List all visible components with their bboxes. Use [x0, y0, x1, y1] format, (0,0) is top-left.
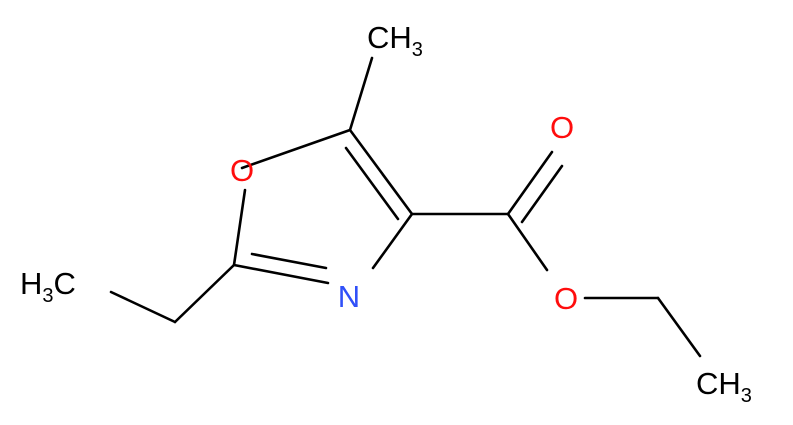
bond-c5-methyl: [348, 56, 374, 132]
bond-c4-n3: [371, 212, 414, 270]
bond-carbonyl-double-a: [506, 150, 554, 216]
bond-carbonyl-ester-o: [506, 212, 549, 272]
bond-c5-c4-inner: [344, 146, 400, 221]
bond-ch2-methyl: [109, 290, 177, 324]
bond-o1-c5: [240, 128, 352, 170]
bond-c5-c4: [348, 128, 414, 216]
bond-c2-ch2: [173, 263, 236, 324]
bond-n3-c2: [232, 263, 330, 285]
atom-methyl-right: CH3: [696, 366, 752, 407]
atom-nitrogen: N: [338, 279, 360, 314]
bond-n3-c2-inner: [250, 252, 328, 270]
bond-carbonyl-double-b: [520, 164, 564, 224]
bond-c2-o1: [232, 188, 247, 267]
atom-ring-oxygen: O: [230, 153, 254, 188]
atom-methyl-top: CH3: [367, 20, 423, 61]
atom-carbonyl-oxygen: O: [550, 110, 574, 145]
bond-ch2-methyl-right: [656, 296, 702, 358]
atom-ester-oxygen: O: [554, 281, 578, 316]
atom-methyl-left: H3C: [20, 266, 76, 307]
